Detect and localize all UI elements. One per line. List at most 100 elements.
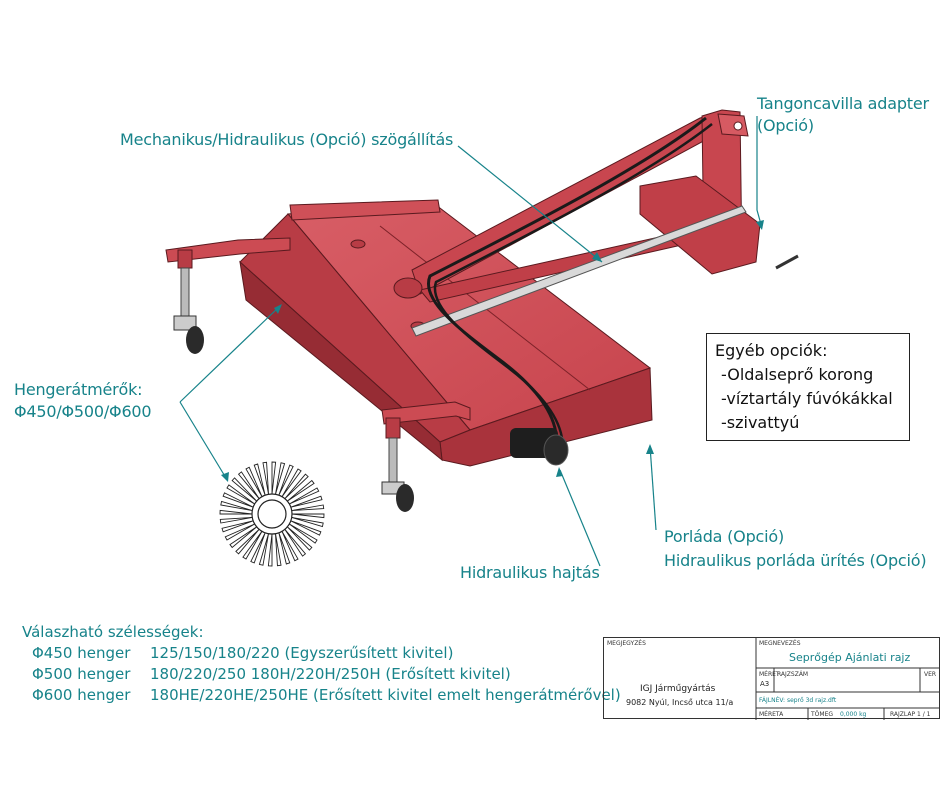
tb-meret: A3 <box>760 680 770 688</box>
label-henger-2: Φ450/Φ500/Φ600 <box>14 402 152 421</box>
brush-bristle <box>289 487 320 505</box>
label-hajtas: Hidraulikus hajtás <box>460 563 600 582</box>
brush-bristle <box>253 463 266 496</box>
brush-bristle <box>291 517 324 528</box>
leader-henger-machine <box>179 305 281 403</box>
brush-bristle <box>287 479 315 502</box>
title-block: MEGJEGYZÉS MEGNEVEZÉS Seprőgép Ajánlati … <box>603 637 940 720</box>
brush-bristle <box>237 471 260 499</box>
widths-dia: Φ500 henger <box>32 665 131 683</box>
label-porlada-2: Hidraulikus porláda ürítés (Opció) <box>664 551 927 570</box>
tb-company: IGJ Járműgyártás <box>640 684 716 694</box>
widths-row: Φ600 henger 180HE/220HE/250HE (Erősített … <box>22 685 621 706</box>
pivot <box>393 277 423 299</box>
options-title: Egyéb opciók: <box>715 341 828 360</box>
brush-bristle <box>275 462 286 495</box>
brush-bristle <box>222 492 254 508</box>
brush-bristle <box>220 500 253 511</box>
widths-sizes: 125/150/180/220 (Egyszerűsített kivitel) <box>150 644 454 662</box>
label-porlada-1: Porláda (Opció) <box>664 527 785 546</box>
brush-bristle <box>289 523 318 544</box>
brush-bristle <box>242 531 263 560</box>
brush-bristle <box>224 523 255 541</box>
left-caster-stem <box>180 267 190 317</box>
brush-bristle <box>226 484 255 505</box>
tb-rajzlap: RAJZLAP 1 / 1 <box>890 711 931 718</box>
label-tangon-2: (Opció) <box>757 116 814 135</box>
adapter-pin <box>775 254 799 270</box>
widths-dia: Φ600 henger <box>32 686 131 704</box>
tb-megnevezes: Seprőgép Ajánlati rajz <box>789 651 911 664</box>
leader-lines <box>179 116 763 567</box>
widths-row: Φ500 henger 180/220/250 180H/220H/250H (E… <box>22 664 621 685</box>
tb-ver-label: VER <box>924 671 937 678</box>
brush-bristle <box>219 517 253 524</box>
label-szogallitas: Mechanikus/Hidraulikus (Opció) szögállít… <box>120 130 454 149</box>
option-item: -szivattyú <box>721 413 800 432</box>
option-item: -Oldalseprő korong <box>721 365 874 384</box>
options-box: Egyéb opciók: -Oldalseprő korong -víztar… <box>706 333 910 441</box>
widths-title: Válaszható szélességek: <box>22 623 204 641</box>
mast-head <box>717 113 749 137</box>
brush-bristle <box>286 526 313 551</box>
leader-porlada <box>649 445 657 531</box>
motor-flange <box>543 434 569 466</box>
hydraulic-hose-2 <box>433 123 713 453</box>
tb-megnevezes-label: MEGNEVEZÉS <box>759 640 801 647</box>
brush-bristle <box>284 473 309 500</box>
brush-bristle <box>290 520 322 536</box>
tb-rajzszam-label: RAJZSZÁM <box>777 671 809 678</box>
brush-bristle <box>278 532 291 565</box>
right-arm <box>381 401 471 425</box>
brush-bristle <box>235 528 260 555</box>
widths-dia: Φ450 henger <box>32 644 131 662</box>
brush-bristle <box>290 495 323 508</box>
title-block-grid <box>755 638 940 720</box>
right-wheel <box>396 484 414 512</box>
brush-bristle <box>231 477 258 502</box>
brush-bristle <box>229 526 257 549</box>
label-tangon-1: Tangoncavilla adapter <box>757 94 929 113</box>
tb-meret-label: MÉRET <box>759 671 780 678</box>
mast-hole <box>733 121 743 131</box>
left-caster-fork <box>173 315 197 331</box>
brush-bristle <box>278 464 294 496</box>
widths-sizes: 180HE/220HE/250HE (Erősített kivitel eme… <box>150 686 621 704</box>
hood-cap <box>350 239 366 249</box>
brush-bristle <box>258 533 269 566</box>
leader-szogallitas <box>457 145 603 263</box>
brush-bristles <box>219 461 325 567</box>
leader-hajtas <box>559 469 601 567</box>
brush-bristle <box>284 529 307 557</box>
brush-bristle <box>262 461 269 495</box>
tb-address: 9082 Nyúl, Incső utca 11/a <box>626 698 734 707</box>
brush-hub-inner <box>257 499 287 529</box>
brush-bristle <box>275 533 282 567</box>
brush-bristle <box>250 532 266 564</box>
tb-megjegyzes-label: MEGJEGYZÉS <box>607 640 646 647</box>
tb-mereta-label: MÉRETA <box>759 711 784 718</box>
brush-bristle <box>219 509 253 515</box>
label-henger-1: Hengerátmérők: <box>14 380 143 399</box>
widths-list: Válaszható szélességek: Φ450 henger 125/1… <box>22 622 621 706</box>
leader-henger-roller <box>179 401 227 479</box>
brush-bristle <box>267 533 273 567</box>
left-arm <box>165 237 291 263</box>
widths-row: Φ450 henger 125/150/180/220 (Egyszerűsíte… <box>22 643 621 664</box>
option-item: -víztartály fúvókákkal <box>721 389 893 408</box>
widths-sizes: 180/220/250 180H/220H/250H (Erősített ki… <box>150 665 511 683</box>
rear-frame <box>289 199 441 221</box>
left-post <box>177 249 193 269</box>
tb-tomeg-label: TÖMEG <box>811 711 834 718</box>
brush-bristle <box>291 513 325 519</box>
right-post <box>385 417 401 439</box>
brush-bristle <box>281 531 299 562</box>
brush-bristle <box>271 461 277 495</box>
leader-arrows <box>221 220 764 482</box>
brush-bristle <box>281 468 302 497</box>
brush-bristle <box>245 466 263 497</box>
left-wheel <box>186 326 204 354</box>
right-caster-stem <box>388 437 398 483</box>
